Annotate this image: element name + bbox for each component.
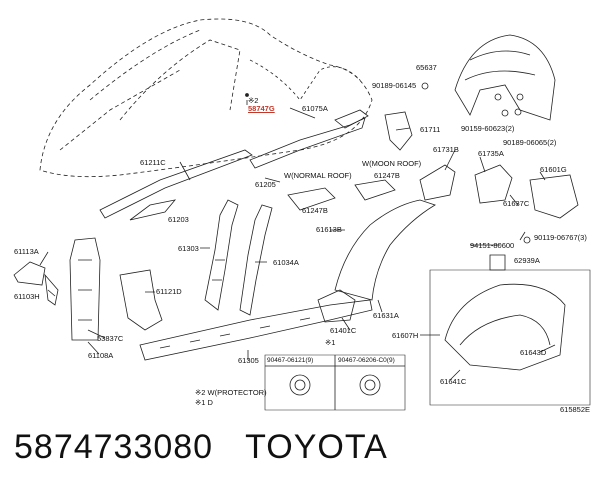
part-label-62939a[interactable]: 62939A xyxy=(514,256,540,265)
pillar-61303 xyxy=(204,199,239,311)
pillar-61108a xyxy=(69,237,101,341)
parts-illustration xyxy=(13,18,591,411)
part-label-61205[interactable]: 61205 xyxy=(255,180,276,189)
part-label-61247b-normal[interactable]: 61247B xyxy=(302,206,328,215)
panel-61735a xyxy=(474,164,513,204)
part-label-53837c[interactable]: 53837C xyxy=(97,334,124,343)
normal-roof-label: W(NORMAL ROOF) xyxy=(284,171,352,180)
rail-61075a xyxy=(249,117,366,169)
clip-label-90467-06206[interactable]: 90467-06206-C0(9) xyxy=(338,357,395,364)
caption: 5874733080 TOYOTA xyxy=(14,428,420,467)
part-label-61247b-moon[interactable]: 61247B xyxy=(374,171,400,180)
rocker-61305 xyxy=(139,299,373,361)
part-label-61637c[interactable]: 61637C xyxy=(503,199,530,208)
roof-rail-61211c xyxy=(99,149,253,219)
mark-1: ※1 xyxy=(325,338,336,347)
wheelhouse-61631a xyxy=(334,199,436,301)
part-label-61631a[interactable]: 61631A xyxy=(373,311,399,320)
moon-roof-label: W(MOON ROOF) xyxy=(362,159,422,168)
part-label-61711[interactable]: 61711 xyxy=(420,125,441,134)
part-label-61075a[interactable]: 61075A xyxy=(302,104,328,113)
bracket-61113a xyxy=(13,261,46,286)
part-label-61305[interactable]: 61305 xyxy=(238,356,259,365)
part-label-90119-06767[interactable]: 90119-06767(3) xyxy=(534,233,587,242)
panel-61731b xyxy=(419,164,456,201)
part-label-61401c[interactable]: 61401C xyxy=(330,326,357,335)
part-label-61607h[interactable]: 61607H xyxy=(392,331,419,340)
part-label-61643d[interactable]: 61643D xyxy=(520,348,547,357)
part-label-90189-06065[interactable]: 90189-06065(2) xyxy=(503,138,557,147)
protector-note: ※2 W(PROTECTOR) xyxy=(195,388,267,397)
part-label-61735a[interactable]: 61735A xyxy=(478,149,504,158)
part-label-61303[interactable]: 61303 xyxy=(178,244,199,253)
part-label-61121d[interactable]: 61121D xyxy=(156,287,182,296)
brand-name: TOYOTA xyxy=(245,428,388,466)
part-label-90159-60623[interactable]: 90159-60623(2) xyxy=(461,124,515,133)
part-label-61641c[interactable]: 61641C xyxy=(440,377,467,386)
inset-box xyxy=(429,269,591,406)
d-note: ※1 D xyxy=(195,398,213,407)
part-label-61113a[interactable]: 61113A xyxy=(14,247,39,256)
clip-box xyxy=(264,354,406,411)
clip-label-90467-06121[interactable]: 90467-06121(9) xyxy=(267,357,314,364)
car-body-outline xyxy=(39,18,373,178)
part-label-65637[interactable]: 65637 xyxy=(416,63,437,72)
part-label-61613b[interactable]: 61613B xyxy=(316,225,342,234)
part-label-94151-80600[interactable]: 94151-80600 xyxy=(470,241,515,250)
part-label-61108a[interactable]: 61108A xyxy=(88,351,114,360)
mark-note: ※2 xyxy=(248,96,259,105)
highlighted-part-58747g[interactable]: 58747G xyxy=(248,104,275,113)
parts-diagram: ※2 58747G 61075A 65637 90189-06145 61711… xyxy=(13,18,591,414)
part-label-61034a[interactable]: 61034A xyxy=(273,258,299,267)
liner-65637 xyxy=(454,34,556,121)
part-label-61203[interactable]: 61203 xyxy=(168,215,189,224)
panel-61121d xyxy=(119,269,163,331)
pillar-61034a xyxy=(239,204,273,316)
illustration-reference: 615852E xyxy=(560,405,591,414)
part-label-61731b[interactable]: 61731B xyxy=(433,145,459,154)
part-label-90189-06145[interactable]: 90189-06145 xyxy=(372,81,417,90)
part-number: 5874733080 xyxy=(14,428,214,466)
panel-61711 xyxy=(384,111,413,151)
part-label-61103h[interactable]: 61103H xyxy=(14,292,40,301)
part-label-61211c[interactable]: 61211C xyxy=(140,158,166,167)
panel-61601g xyxy=(529,174,579,219)
part-label-61601g[interactable]: 61601G xyxy=(540,165,567,174)
